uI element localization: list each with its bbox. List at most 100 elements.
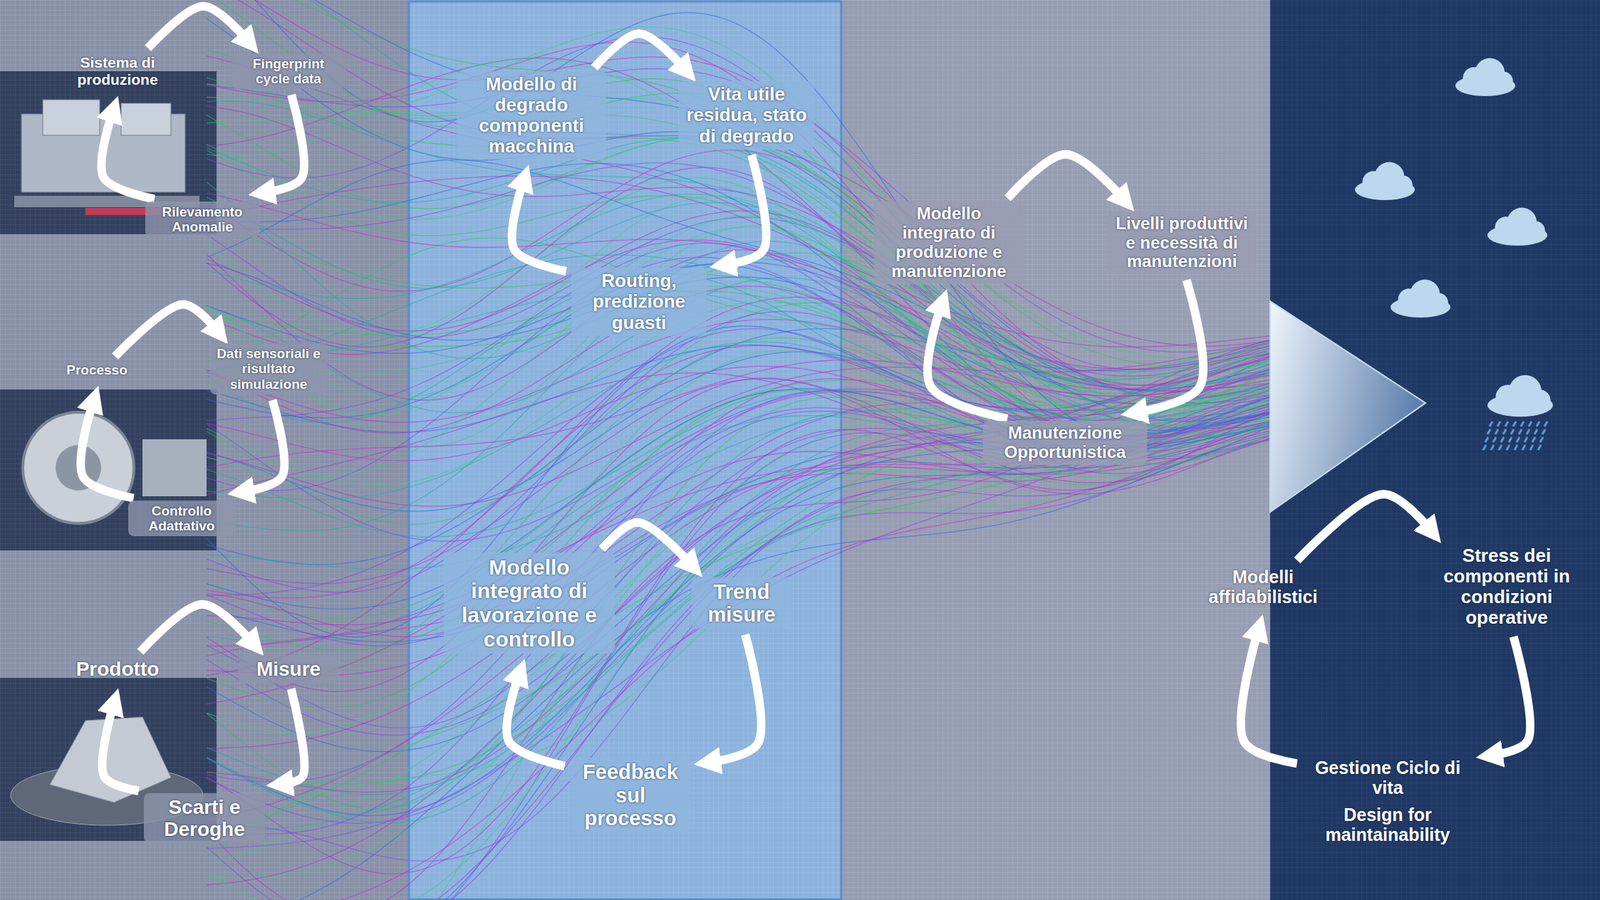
rain-icon (1483, 421, 1548, 451)
step-label: Design for maintainability (1307, 804, 1468, 845)
wave-line (206, 378, 1276, 585)
wave-line (206, 77, 1276, 402)
step-label: Fingerprint cycle data (237, 56, 340, 87)
wave-line (206, 0, 1276, 404)
cycle-arrow (1007, 154, 1122, 199)
step-label: Misure (244, 658, 333, 681)
wave-line (206, 415, 1276, 796)
rain-drop (1503, 429, 1506, 435)
rain-drop (1510, 429, 1514, 435)
rain-drop (1491, 445, 1494, 451)
cycle-arrow (115, 304, 217, 357)
wave-line (206, 354, 1276, 835)
cycle-arrow (246, 400, 285, 492)
cycle-step: Controllo Adattativo (128, 500, 236, 538)
cycle-step: Modelli affidabilistici (1188, 564, 1338, 610)
cycle-step: Routing, predizione guasti (571, 267, 707, 336)
cycle-arrow (101, 113, 154, 199)
panel-background (1270, 0, 1600, 900)
wave-line (206, 408, 1276, 647)
rain-drop (1505, 421, 1509, 427)
wave-line (206, 359, 1276, 468)
step-label: Modelli affidabilistici (1193, 567, 1333, 607)
cycle-arrow (80, 403, 134, 498)
wave-line (206, 84, 1276, 359)
cloud-part (1429, 292, 1449, 313)
wave-ribbons (206, 0, 1276, 900)
step-label: Scarti e Deroghe (149, 796, 260, 842)
wave-line (206, 0, 1276, 347)
cycle-arrow (506, 677, 565, 767)
rain-drop (1526, 429, 1530, 435)
cycle-step: Stress dei componenti in condizioni oper… (1424, 542, 1589, 632)
step-label: Prodotto (62, 658, 173, 681)
cycle-arrow (1297, 494, 1430, 561)
wave-line (206, 419, 1276, 816)
wave-line (206, 388, 1276, 610)
wave-line (206, 0, 1276, 366)
cycle-step: Prodotto (56, 655, 179, 684)
wave-line (206, 150, 1276, 386)
cycle-arrow (1139, 279, 1204, 412)
cycle-arrow (1494, 636, 1531, 756)
cycle-arrow (148, 6, 247, 49)
wave-line (206, 429, 1276, 878)
wave-line (206, 351, 1276, 821)
step-label: Trend misure (697, 580, 786, 627)
step-label: Livelli produttivi e necessità di manute… (1112, 214, 1251, 273)
step-label: Modello di degrado componenti macchina (462, 74, 601, 157)
wave-line (206, 370, 1276, 831)
cycle-step: Rilevamento Anomalie (145, 201, 260, 238)
cloud-icon (1390, 279, 1451, 319)
wave-line (206, 390, 1276, 709)
rain-drop (1540, 437, 1544, 443)
step-label: Modello integrato di lavorazione e contr… (449, 555, 610, 652)
rain-drop (1483, 445, 1487, 451)
step-label: Gestione Ciclo di vita (1307, 757, 1468, 798)
wave-line (206, 196, 1276, 421)
rain-drop (1528, 421, 1532, 427)
rain-drop (1536, 421, 1540, 427)
step-label: Modello integrato di produzione e manute… (879, 204, 1018, 282)
step-label: Vita utile residua, stato di degrado (684, 84, 809, 147)
rain-drop (1520, 421, 1524, 427)
rain-drop (1534, 429, 1538, 435)
cloud-icon (1487, 375, 1553, 418)
rain-drop (1487, 429, 1491, 435)
wave-line (206, 242, 1276, 474)
cycle-arrow (512, 183, 567, 272)
rain-drop (1485, 437, 1489, 443)
cloud-part (1393, 175, 1413, 195)
cycle-step: Modello di degrado componenti macchina (456, 71, 607, 160)
wave-line (206, 182, 1276, 458)
wave-line (206, 434, 1276, 900)
wave-line (206, 0, 1276, 399)
cycle-step: Modello integrato di produzione e manute… (874, 201, 1024, 285)
rain-drop (1522, 445, 1526, 451)
step-label: Stress dei componenti in condizioni oper… (1430, 545, 1583, 629)
wave-line (206, 392, 1276, 783)
cycle-step: Dati sensoriali e risultato simulazione (210, 343, 328, 395)
cycle-arrow (267, 94, 305, 193)
rain-drop (1506, 445, 1510, 451)
wave-line (206, 42, 1276, 459)
step-label: Sistema di produzione (62, 54, 173, 88)
cycle-step: Vita utile residua, stato di degrado (678, 81, 815, 149)
rain-drop (1530, 445, 1534, 451)
panel-grid (842, 0, 1271, 900)
cloud-icon (1354, 162, 1415, 201)
cycle-arrow (927, 307, 1008, 419)
cycle-arrow (284, 689, 305, 785)
wave-line (206, 286, 1276, 442)
panel-grid (0, 0, 409, 900)
wave-line (206, 360, 1276, 785)
step-label: Dati sensoriali e risultato simulazione (215, 346, 322, 392)
wave-line (206, 383, 1276, 729)
cycle-step: Modello integrato di lavorazione e contr… (443, 552, 615, 654)
cycle-step: Fingerprint cycle data (231, 53, 346, 90)
wave-line (206, 178, 1276, 453)
wave-line (206, 252, 1276, 410)
wave-line (206, 403, 1276, 900)
